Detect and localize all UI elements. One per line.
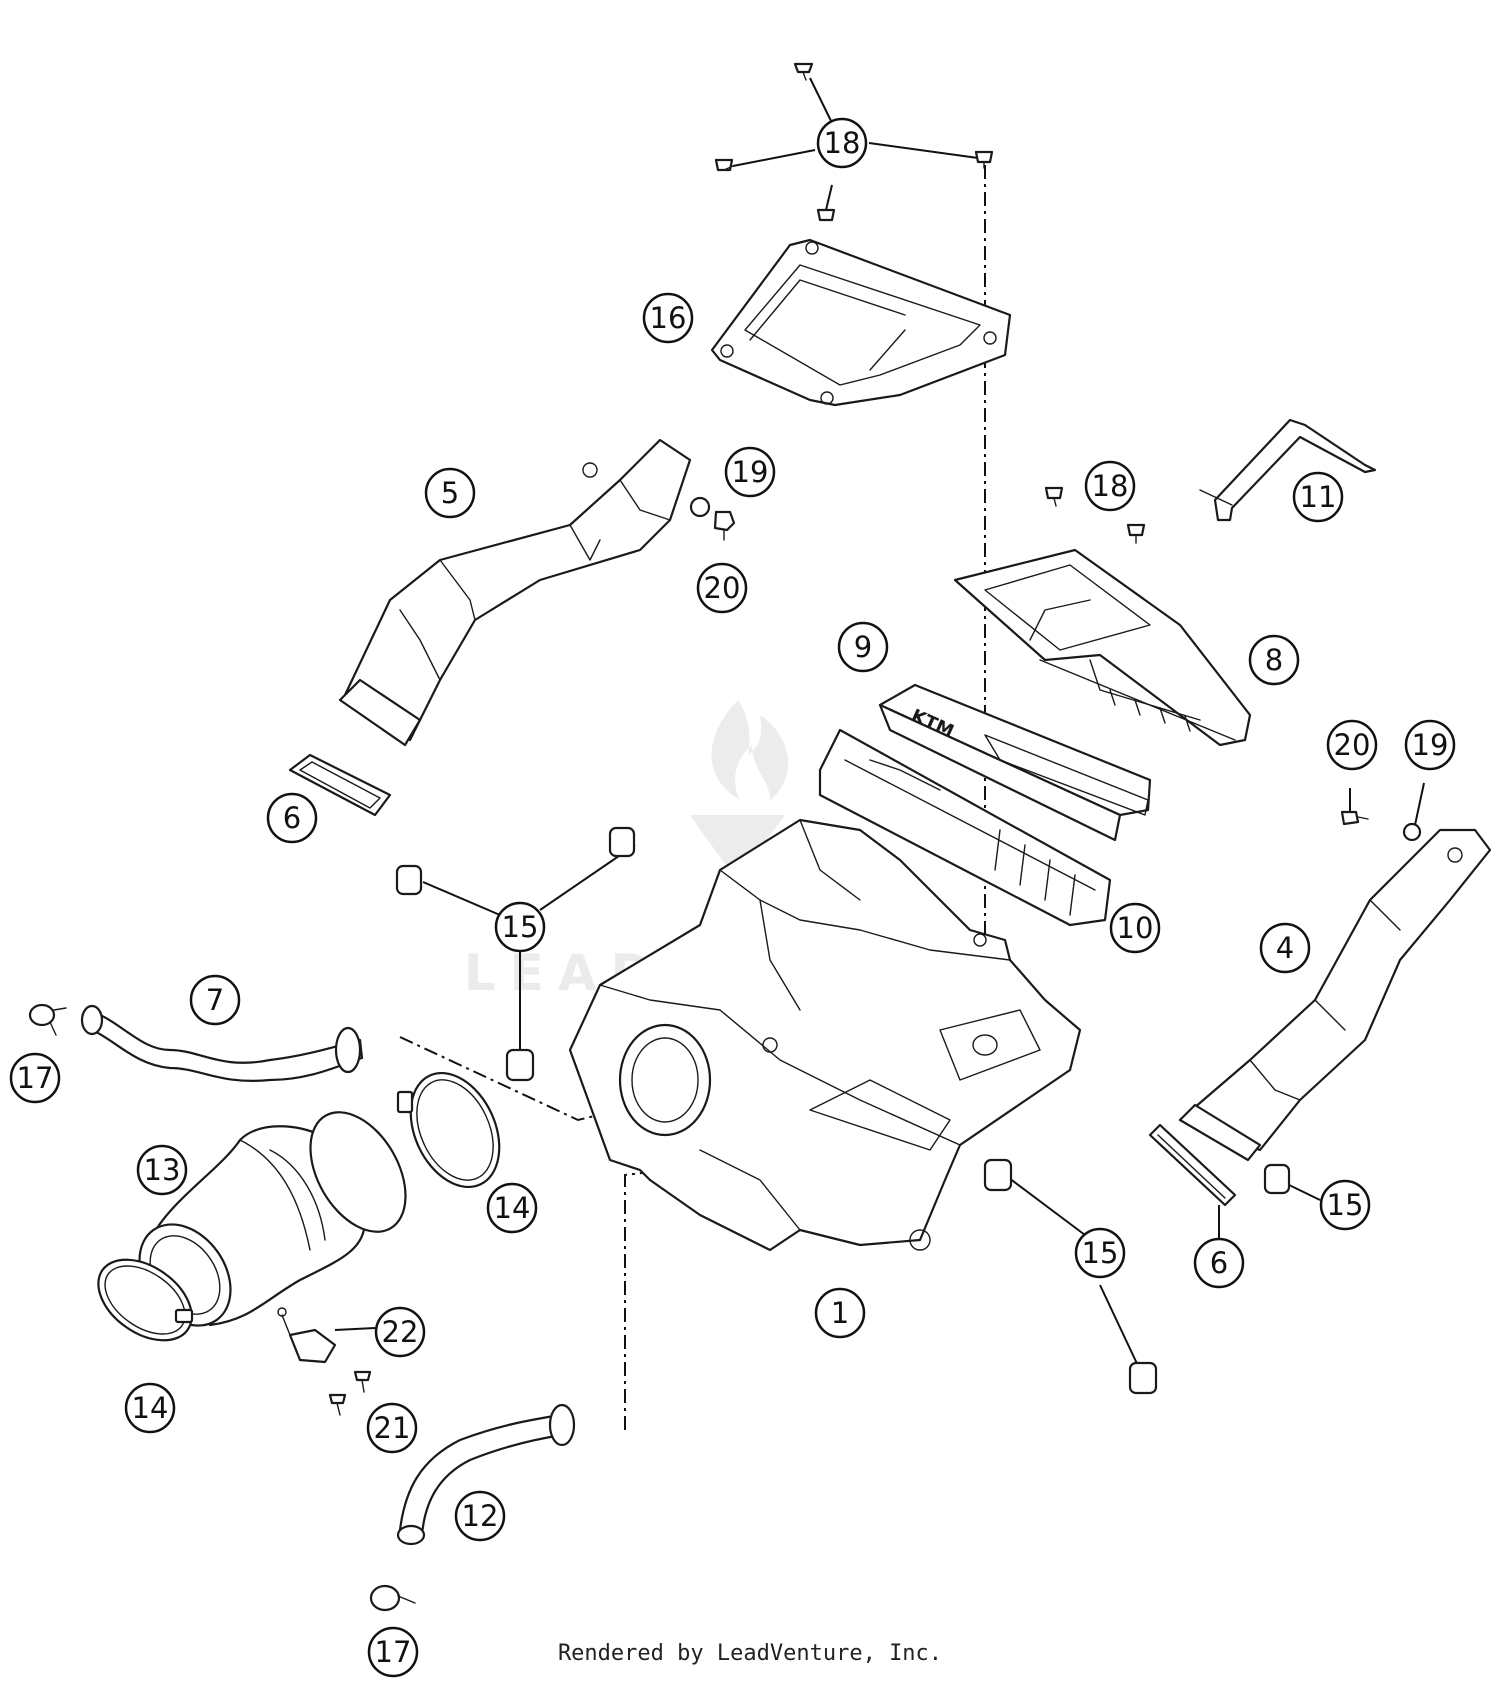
- callout-label: 13: [144, 1153, 181, 1187]
- callout-17-lower: 17: [367, 1626, 419, 1678]
- callout-label: 11: [1300, 480, 1337, 514]
- part-15-bushing-6: [1128, 1361, 1158, 1395]
- part-18-screws-top: [714, 62, 994, 222]
- callout-6-left: 6: [266, 792, 318, 844]
- part-11-bracket: [1199, 418, 1377, 522]
- callout-19-upper: 19: [724, 446, 776, 498]
- callout-7: 7: [189, 974, 241, 1026]
- callout-label: 10: [1117, 911, 1154, 945]
- callout-11: 11: [1292, 471, 1344, 523]
- part-6-grommet-left: [288, 753, 392, 817]
- callout-5: 5: [424, 467, 476, 519]
- callout-17-upper: 17: [9, 1052, 61, 1104]
- part-21-screws: [328, 1370, 372, 1416]
- callout-15-upper: 15: [494, 901, 546, 953]
- callout-10: 10: [1109, 902, 1161, 954]
- part-22-sensor: [277, 1307, 337, 1364]
- part-15-bushing-3: [505, 1048, 535, 1082]
- part-19-washer-left: [689, 496, 711, 518]
- callout-18-side: 18: [1084, 460, 1136, 512]
- part-7-breather-hose: [80, 1004, 364, 1082]
- callout-19-right: 19: [1404, 719, 1456, 771]
- part-13-intake-boot: [138, 1111, 407, 1327]
- callout-label: 16: [650, 301, 687, 335]
- callout-label: 7: [206, 983, 224, 1017]
- callout-label: 12: [462, 1499, 499, 1533]
- part-18-screws-side: [1044, 486, 1146, 544]
- render-credit: Rendered by LeadVenture, Inc.: [557, 1641, 943, 1666]
- part-12-lower-hose: [396, 1403, 576, 1546]
- callout-13: 13: [136, 1144, 188, 1196]
- callout-label: 17: [17, 1061, 54, 1095]
- callout-18-top: 18: [816, 117, 868, 169]
- part-20-bolt-right: [1340, 810, 1369, 826]
- callout-label: 17: [375, 1635, 412, 1669]
- part-9-filter-element: KTM: [878, 683, 1152, 842]
- part-6-grommet-right: [1148, 1123, 1237, 1207]
- callout-21: 21: [366, 1402, 418, 1454]
- part-5-intake-duct-left: [338, 438, 692, 747]
- part-16-cover: [710, 238, 1012, 407]
- callout-label: 1: [831, 1296, 849, 1330]
- callout-label: 18: [1092, 469, 1129, 503]
- part-19-washer-right: [1402, 822, 1422, 842]
- callout-label: 19: [732, 455, 769, 489]
- callout-label: 20: [1334, 728, 1371, 762]
- callout-15-right: 15: [1319, 1179, 1371, 1231]
- callout-label: 22: [382, 1315, 419, 1349]
- part-14-clamp-lower: [97, 1258, 194, 1342]
- part-17-clamp-lower: [369, 1584, 416, 1612]
- callout-label: 6: [1210, 1246, 1228, 1280]
- callout-label: 21: [374, 1411, 411, 1445]
- part-15-bushing-4: [983, 1158, 1013, 1192]
- callout-label: 18: [824, 126, 861, 160]
- callout-14-right: 14: [486, 1182, 538, 1234]
- part-10-filter-cage: [818, 728, 1112, 927]
- part-15-bushing-2: [608, 826, 636, 858]
- part-17-clamp-upper: [28, 1003, 67, 1036]
- part-15-bushing-5: [1263, 1163, 1291, 1195]
- callout-label: 20: [704, 571, 741, 605]
- callout-label: 6: [283, 801, 301, 835]
- callout-8: 8: [1248, 634, 1300, 686]
- callout-9: 9: [837, 621, 889, 673]
- callout-label: 15: [1327, 1188, 1364, 1222]
- callout-label: 8: [1265, 643, 1283, 677]
- part-4-intake-duct-right: [1178, 828, 1492, 1162]
- part-15-bushing-1: [395, 864, 423, 896]
- callout-20-upper: 20: [696, 562, 748, 614]
- callout-1: 1: [814, 1287, 866, 1339]
- callout-4: 4: [1259, 922, 1311, 974]
- callout-label: 9: [854, 630, 872, 664]
- part-14-clamp-upper: [396, 1071, 501, 1189]
- callout-14-left: 14: [124, 1382, 176, 1434]
- callout-label: 19: [1412, 728, 1449, 762]
- part-8-filter-cover: [953, 548, 1252, 747]
- callout-label: 14: [494, 1191, 531, 1225]
- callout-label: 4: [1276, 931, 1294, 965]
- callout-15-lower: 15: [1074, 1227, 1126, 1279]
- part-20-bolt-left: [713, 510, 736, 541]
- callout-label: 5: [441, 476, 459, 510]
- callout-label: 14: [132, 1391, 169, 1425]
- callout-label: 15: [502, 910, 539, 944]
- callout-20-right: 20: [1326, 719, 1378, 771]
- callout-12: 12: [454, 1490, 506, 1542]
- part-1-airbox: [568, 818, 1082, 1252]
- callout-16: 16: [642, 292, 694, 344]
- callout-6-right: 6: [1193, 1237, 1245, 1289]
- callout-22: 22: [374, 1306, 426, 1358]
- callout-label: 15: [1082, 1236, 1119, 1270]
